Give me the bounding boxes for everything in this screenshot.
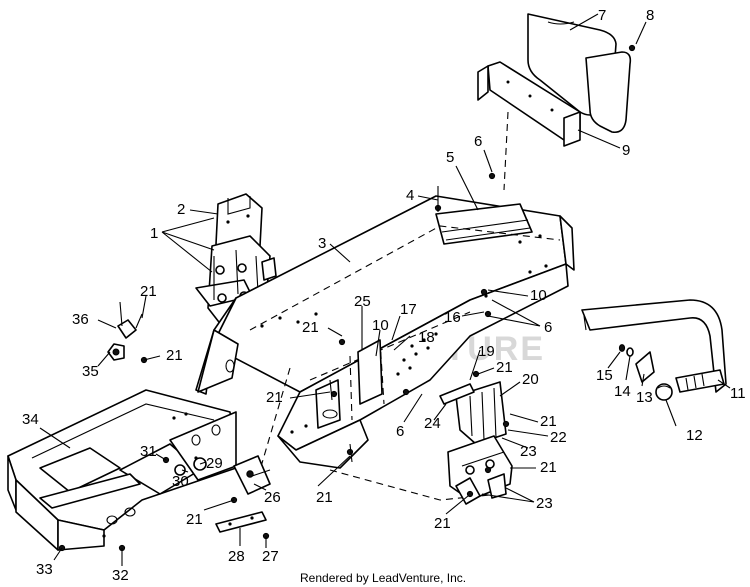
callout-10-right: 10 <box>530 287 547 304</box>
callout-21-b: 21 <box>166 347 183 364</box>
callout-12: 12 <box>686 427 703 444</box>
callout-24: 24 <box>424 415 441 432</box>
callout-17: 17 <box>400 301 417 318</box>
leader-lines <box>39 13 731 566</box>
callout-21-h: 21 <box>434 515 451 532</box>
callout-1: 1 <box>150 225 158 242</box>
callout-19: 19 <box>478 343 495 360</box>
callout-33: 33 <box>36 561 53 578</box>
callout-6-top: 6 <box>474 133 482 150</box>
callout-10-mid: 10 <box>372 317 389 334</box>
callout-21-j: 21 <box>186 511 203 528</box>
callout-2: 2 <box>177 201 185 218</box>
callout-6-right: 6 <box>544 319 552 336</box>
callout-21-d: 21 <box>266 389 283 406</box>
callout-25: 25 <box>354 293 371 310</box>
clamp-part-35 <box>107 343 125 361</box>
callout-4: 4 <box>406 187 414 204</box>
callout-23-lower: 23 <box>536 495 553 512</box>
washer-part-14 <box>626 347 634 357</box>
callout-21-f: 21 <box>540 413 557 430</box>
callout-28: 28 <box>228 548 245 565</box>
bolt-part-15 <box>618 344 626 352</box>
seat-pan-part-7 <box>527 13 632 134</box>
bracket-part-20 <box>439 381 507 445</box>
knob-part-30 <box>174 464 186 476</box>
callout-13: 13 <box>636 389 653 406</box>
callout-14: 14 <box>614 383 631 400</box>
callout-21-a: 21 <box>140 283 157 300</box>
bracket-part-23 <box>447 435 513 505</box>
floor-pan-part-34 <box>7 389 237 551</box>
callout-9: 9 <box>622 142 630 159</box>
callout-30: 30 <box>172 473 189 490</box>
callout-11: 11 <box>730 385 746 402</box>
callout-7: 7 <box>598 7 606 24</box>
callout-27: 27 <box>262 548 279 565</box>
callout-15: 15 <box>596 367 613 384</box>
callout-29: 29 <box>206 455 223 472</box>
callout-18: 18 <box>418 329 435 346</box>
callout-22: 22 <box>550 429 567 446</box>
plate-part-26 <box>233 455 271 495</box>
callout-21-c: 21 <box>302 319 319 336</box>
callout-35: 35 <box>82 363 99 380</box>
callout-6-front: 6 <box>396 423 404 440</box>
callout-21-i: 21 <box>316 489 333 506</box>
clamp-part-36 <box>117 301 143 339</box>
callout-5: 5 <box>446 149 454 166</box>
callout-26: 26 <box>264 489 281 506</box>
callout-21-g: 21 <box>540 459 557 476</box>
callout-36: 36 <box>72 311 89 328</box>
callout-31: 31 <box>140 443 157 460</box>
callout-34: 34 <box>22 411 39 428</box>
footer-credit: Rendered by LeadVenture, Inc. <box>300 571 466 585</box>
callout-32: 32 <box>112 567 129 584</box>
knob-part-12 <box>655 383 673 401</box>
clip-part-13 <box>635 351 655 383</box>
callout-21-e: 21 <box>496 359 513 376</box>
seat-bracket-part-9 <box>477 61 581 147</box>
callout-8: 8 <box>646 7 654 24</box>
callout-23-upper: 23 <box>520 443 537 460</box>
strip-part-28 <box>215 511 267 533</box>
callout-16: 16 <box>444 309 461 326</box>
callout-3: 3 <box>318 235 326 252</box>
callout-20: 20 <box>522 371 539 388</box>
